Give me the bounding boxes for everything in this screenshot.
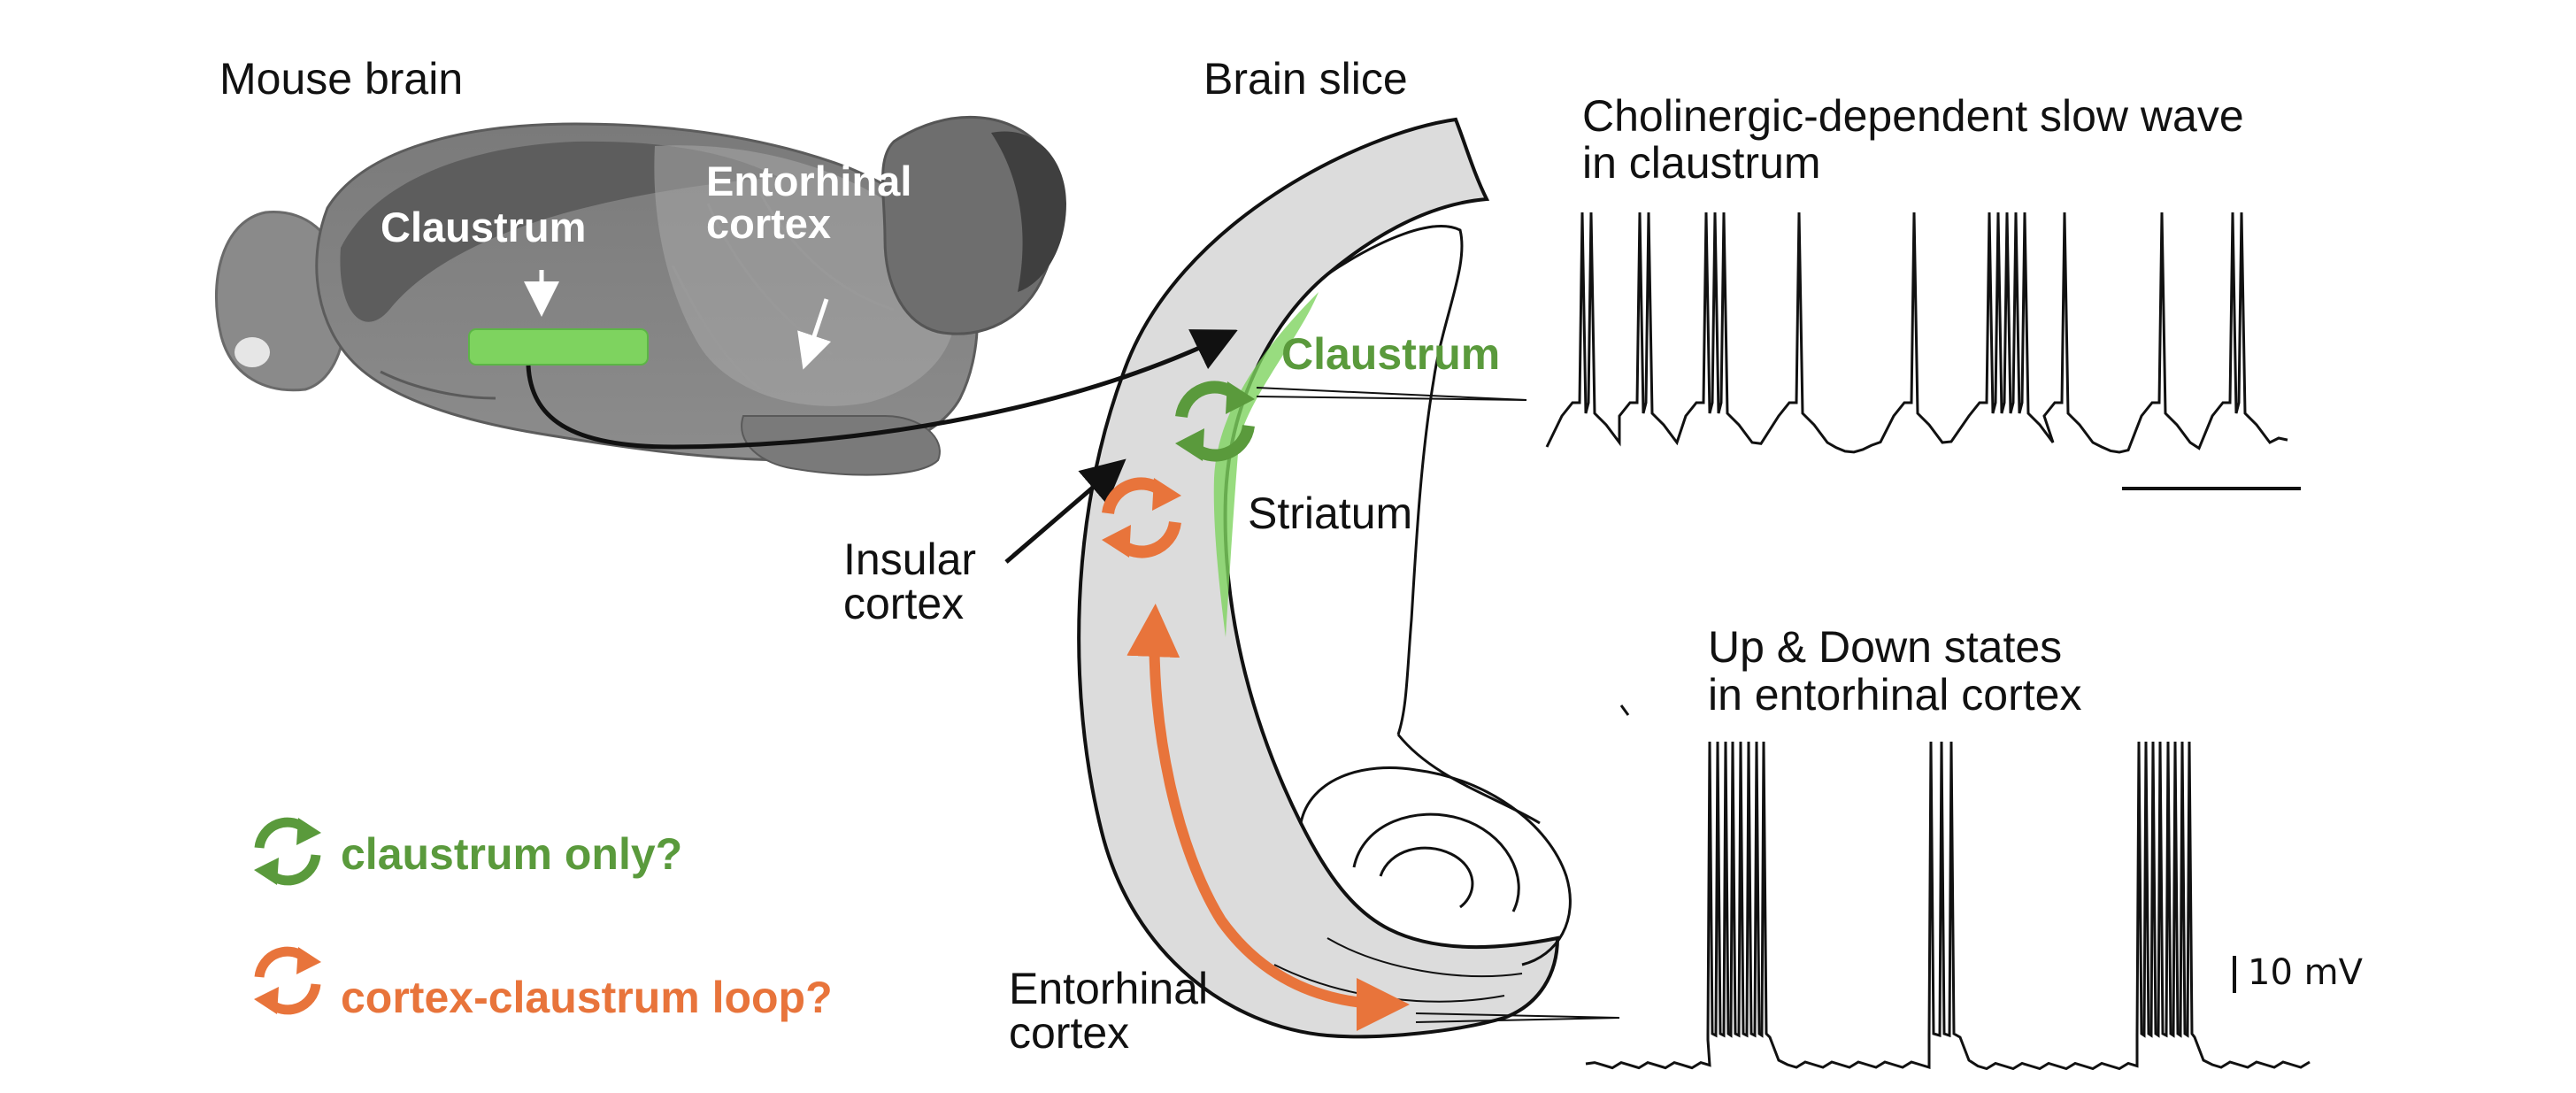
brain-slice-title: Brain slice	[1203, 55, 1408, 103]
olfactory-spot	[235, 337, 270, 367]
insular-label-1: Insular	[843, 535, 976, 583]
brain-slice-illustration	[1079, 119, 1619, 1036]
trace2-title-1: Up & Down states	[1708, 623, 2062, 671]
trace2-title-2: in entorhinal cortex	[1708, 671, 2081, 719]
scale-bar-label: 10 mV	[2248, 954, 2363, 992]
legend-item-cortex-claustrum-loop: cortex-claustrum loop?	[341, 974, 833, 1021]
entorhinal-updown-trace	[1586, 742, 2310, 1069]
insular-label-2: cortex	[843, 580, 964, 627]
green-loop-icon	[254, 818, 321, 885]
entorhinal-slice-label-2: cortex	[1009, 1009, 1129, 1057]
entorhinal-slice-label-1: Entorhinal	[1009, 965, 1208, 1012]
mouse-brain-title: Mouse brain	[219, 55, 463, 103]
entorhinal-3d-label-2: cortex	[706, 202, 831, 247]
claustrum-highlight	[469, 329, 648, 365]
claustrum-slow-wave-trace	[1547, 212, 2288, 452]
claustrum-3d-label: Claustrum	[381, 205, 586, 250]
legend-item-claustrum-only: claustrum only?	[341, 830, 682, 878]
entorhinal-3d-label-1: Entorhinal	[706, 159, 911, 204]
orange-loop-icon	[254, 947, 321, 1014]
claustrum-slice-label: Claustrum	[1281, 330, 1500, 378]
trace1-title-2: in claustrum	[1582, 139, 1821, 187]
striatum-label: Striatum	[1248, 489, 1412, 537]
trace1-title-1: Cholinergic-dependent slow wave	[1582, 92, 2244, 140]
